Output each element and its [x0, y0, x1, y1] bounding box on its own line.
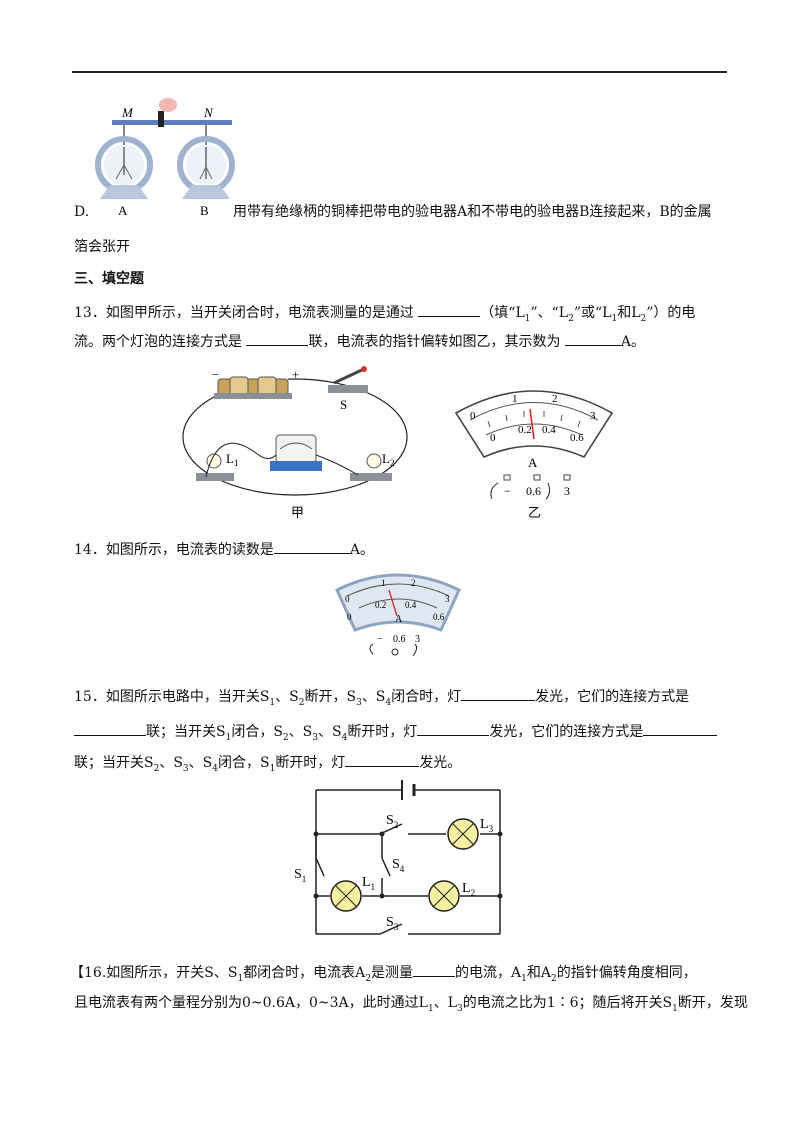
ammeter-icon	[270, 434, 322, 471]
q13-circuit-figure: − + S L1 L2 甲	[182, 366, 408, 520]
svg-text:0.4: 0.4	[405, 600, 417, 610]
q16-line2: 且电流表有两个量程分别为0~0.6A，0~3A，此时通过L1、L3的电流之比为1…	[74, 995, 748, 1014]
q15-blank-2[interactable]	[74, 721, 146, 736]
q13-ammeter-figure: 0 1 2 3 0 0.2 0.4 0.6 A − 0.6 3 乙	[454, 390, 614, 520]
svg-text:−: −	[377, 634, 383, 645]
label-n: N	[203, 105, 214, 120]
meter-needle	[529, 408, 535, 440]
battery-plus-label: +	[292, 367, 299, 382]
option-d-label: D.	[74, 204, 90, 220]
lamp-l2-icon	[428, 880, 460, 912]
bulb-l1-icon	[196, 453, 234, 481]
svg-text:3: 3	[415, 634, 420, 645]
switch-s4-label: S4	[392, 857, 405, 874]
electroscope-figure: M N A B	[95, 98, 235, 218]
lamp-l3-icon	[447, 818, 479, 850]
label-b: B	[200, 203, 209, 218]
meter-a-label: A	[395, 614, 403, 625]
label-m: M	[121, 105, 134, 120]
q15-blank-4[interactable]	[643, 721, 718, 736]
lamp-l3-label: L3	[480, 817, 494, 834]
svg-text:0.4: 0.4	[542, 424, 556, 436]
bulb-l1-label: L1	[226, 451, 238, 468]
section-title: 三、填空题	[74, 271, 144, 287]
svg-text:0.2: 0.2	[375, 600, 386, 610]
meter-needle	[388, 589, 398, 617]
lamp-l2-label: L2	[462, 881, 475, 898]
svg-text:3: 3	[590, 410, 596, 422]
electroscope-b	[177, 125, 235, 199]
option-d-text-line1: 用带有绝缘柄的铜棒把带电的验电器A和不带电的验电器B连接起来，B的金属	[233, 204, 712, 220]
hand-icon	[159, 98, 177, 112]
q13-blank-2[interactable]	[246, 331, 309, 346]
svg-text:0: 0	[470, 410, 476, 422]
figure-jia-label: 甲	[291, 505, 304, 520]
q15-line3: 联；当开关S2、S3、S4闭合，S1断开时，灯发光。	[74, 752, 461, 778]
q14-ammeter-figure: 0 1 2 3 0 0.2 0.4 0.6 A − 0.6 3	[335, 573, 461, 657]
svg-text:0.6: 0.6	[526, 484, 541, 498]
q13-line2: 流。两个灯泡的连接方式是 联，电流表的指针偏转如图乙，其示数为 A。	[74, 331, 645, 351]
q14-blank[interactable]	[273, 539, 350, 554]
svg-text:1: 1	[512, 393, 518, 405]
option-d-text-line2: 箔会张开	[74, 239, 130, 255]
electroscope-a	[95, 125, 153, 199]
q16-number: 【16.	[70, 965, 107, 981]
battery-minus-label: −	[212, 367, 219, 382]
svg-text:0: 0	[345, 594, 350, 604]
switch-s3-label: S3	[386, 915, 399, 932]
bulb-l2-label: L2	[382, 451, 394, 468]
q16-line1: 【16.如图所示，开关S、S1都闭合时，电流表A2是测量的电流，A1和A2的指针…	[70, 962, 697, 988]
svg-text:0: 0	[490, 432, 496, 444]
q13-text: 如图甲所示，当开关闭合时，电流表测量的是通过	[105, 305, 414, 321]
switch-s2-label: S2	[386, 813, 398, 830]
q13-number: 13．	[74, 305, 106, 321]
q15-blank-1[interactable]	[461, 686, 536, 701]
q15-line2: 联；当开关S1闭合，S2、S3、S4断开时，灯发光，它们的连接方式是	[74, 721, 718, 747]
q16-blank-1[interactable]	[413, 962, 456, 977]
svg-text:2: 2	[552, 393, 558, 405]
q13-blank-1[interactable]	[418, 302, 481, 317]
copper-rod	[112, 120, 232, 125]
meter-a-label: A	[528, 455, 538, 470]
insulated-handle	[158, 111, 164, 127]
svg-text:0: 0	[347, 612, 352, 622]
svg-text:3: 3	[445, 594, 450, 604]
svg-text:0.2: 0.2	[518, 424, 532, 436]
svg-text:3: 3	[564, 484, 570, 498]
svg-text:0.6: 0.6	[433, 612, 445, 622]
q14-number: 14．	[74, 542, 106, 558]
q15-line1: 15．如图所示电路中，当开关S1、S2断开，S3、S4闭合时，灯发光，它们的连接…	[74, 686, 689, 712]
switch-icon	[328, 366, 368, 393]
svg-text:1: 1	[381, 578, 386, 588]
switch-label: S	[340, 397, 347, 412]
svg-text:2: 2	[411, 578, 416, 588]
q13-blank-3[interactable]	[564, 331, 621, 346]
switch-s1-label: S1	[294, 867, 306, 884]
bulb-l2-icon	[350, 453, 392, 481]
q15-circuit-figure: S2 L3 S4 S1 L1 L2 S3	[294, 780, 503, 935]
q15-blank-5[interactable]	[345, 752, 420, 767]
q15-blank-3[interactable]	[417, 721, 490, 736]
svg-text:−: −	[504, 484, 511, 498]
svg-text:0.6: 0.6	[393, 634, 406, 645]
label-a: A	[118, 203, 128, 218]
q13-line1: 13．如图甲所示，当开关闭合时，电流表测量的是通过 （填“L1”、“L2”或“L…	[74, 302, 695, 328]
svg-text:0.6: 0.6	[570, 432, 584, 444]
lamp-l1-label: L1	[362, 875, 375, 892]
q15-number: 15．	[74, 689, 106, 705]
lamp-l1-icon	[330, 880, 362, 912]
battery-icon	[214, 376, 292, 399]
figure-yi-label: 乙	[528, 505, 541, 520]
header-rule	[72, 71, 727, 73]
